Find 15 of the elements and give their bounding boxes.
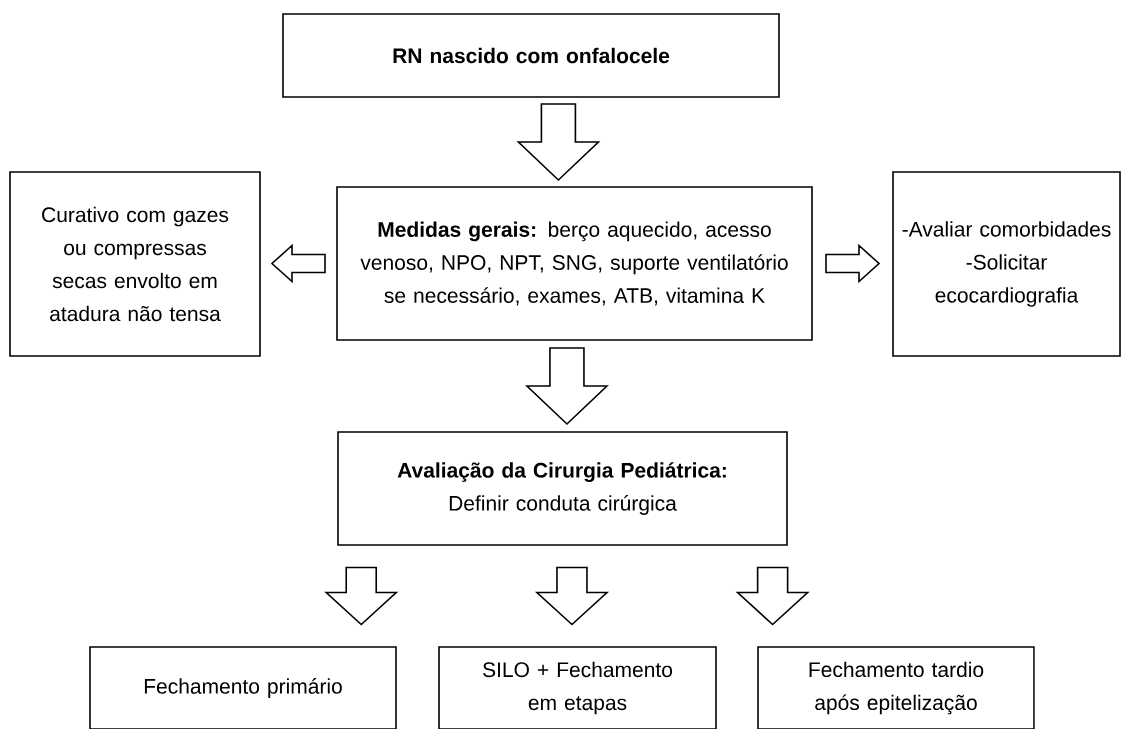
block-arrow xyxy=(324,566,399,626)
block-arrow xyxy=(270,243,326,284)
process-box: Medidas gerais: berço aquecido, acesso venoso, NPO, NPT, SNG, suporte ventilatório se necessário, exames, ATB, vitamina K xyxy=(336,186,813,341)
block-arrow xyxy=(735,566,810,626)
process-box: Curativo com gazes ou compressas secas envolto em atadura não tensa xyxy=(9,171,261,357)
process-box: -Avaliar comorbidades -Solicitar ecocardiografia xyxy=(892,171,1121,357)
process-box: RN nascido com onfalocele xyxy=(282,13,780,98)
process-box: Avaliação da Cirurgia Pediátrica: Definir conduta cirúrgica xyxy=(337,431,788,546)
block-arrow xyxy=(825,243,881,284)
block-arrow xyxy=(534,566,610,626)
process-box: Fechamento tardio após epitelização xyxy=(757,646,1035,729)
process-box: SILO + Fechamento em etapas xyxy=(438,646,717,729)
block-arrow xyxy=(516,103,601,182)
process-box: Fechamento primário xyxy=(89,646,397,729)
block-arrow xyxy=(524,347,609,426)
